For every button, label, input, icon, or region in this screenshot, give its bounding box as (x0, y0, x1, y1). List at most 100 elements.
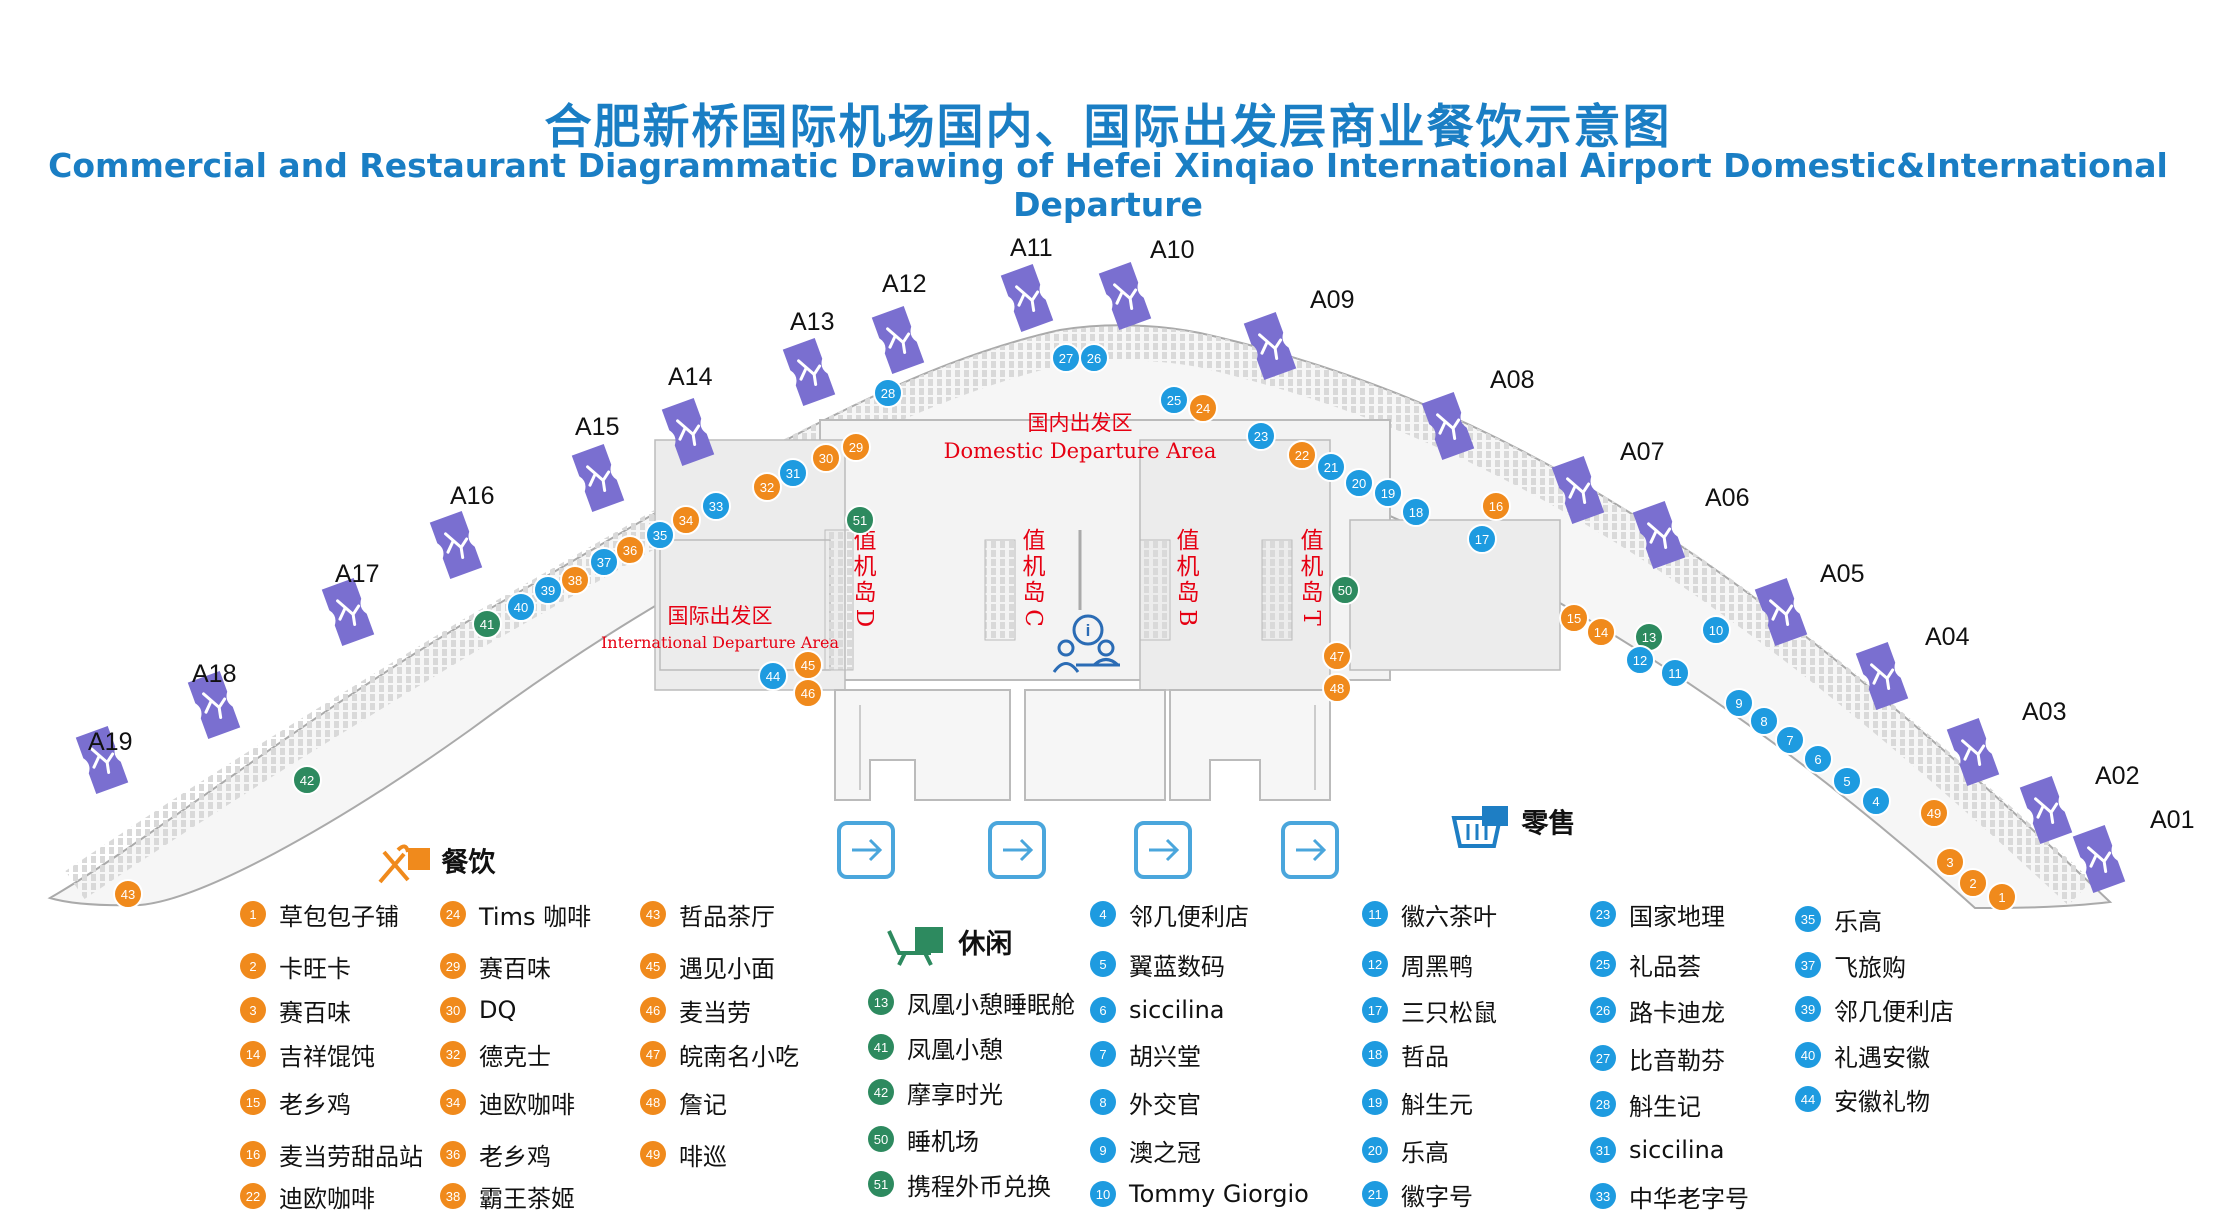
legend-number-badge: 17 (1362, 997, 1388, 1023)
map-marker-35[interactable]: 35 (645, 520, 675, 550)
map-marker-20[interactable]: 20 (1344, 468, 1374, 498)
map-marker-39[interactable]: 39 (533, 575, 563, 605)
gate-label: A01 (2150, 806, 2194, 834)
svg-text:机: 机 (1301, 554, 1324, 580)
map-marker-42[interactable]: 42 (292, 765, 322, 795)
map-marker-16[interactable]: 16 (1481, 491, 1511, 521)
map-marker-15[interactable]: 15 (1559, 603, 1589, 633)
map-marker-14[interactable]: 14 (1586, 617, 1616, 647)
map-marker-29[interactable]: 29 (841, 432, 871, 462)
leisure-legend-title: 休闲 (885, 922, 1012, 969)
marker-number: 39 (541, 583, 555, 598)
map-marker-51[interactable]: 51 (845, 505, 875, 535)
legend-item-name: 乐高 (1834, 907, 1882, 936)
map-marker-17[interactable]: 17 (1467, 524, 1497, 554)
legend-item-name: 凤凰小憩睡眠舱 (907, 990, 1075, 1019)
map-marker-32[interactable]: 32 (752, 472, 782, 502)
map-marker-8[interactable]: 8 (1749, 706, 1779, 736)
legend-number-badge: 10 (1090, 1181, 1116, 1207)
legend-item-name: 德克士 (479, 1042, 551, 1071)
map-marker-25[interactable]: 25 (1159, 385, 1189, 415)
legend-item-name: 赛百味 (279, 998, 351, 1027)
map-marker-11[interactable]: 11 (1660, 658, 1690, 688)
map-marker-37[interactable]: 37 (589, 547, 619, 577)
map-marker-38[interactable]: 38 (560, 565, 590, 595)
gate-a16: A16 (429, 482, 494, 580)
legend-item-name: 草包包子铺 (279, 902, 399, 931)
map-marker-49[interactable]: 49 (1919, 798, 1949, 828)
marker-number: 22 (1295, 448, 1309, 463)
marker-number: 26 (1087, 351, 1101, 366)
map-marker-18[interactable]: 18 (1401, 497, 1431, 527)
gate-label: A18 (192, 660, 236, 688)
gate-label: A19 (88, 728, 132, 756)
marker-number: 24 (1196, 401, 1210, 416)
legend-number-badge: 1 (240, 901, 266, 927)
map-marker-24[interactable]: 24 (1188, 393, 1218, 423)
page-title: 合肥新桥国际机场国内、国际出发层商业餐饮示意图 (544, 100, 1672, 155)
map-marker-9[interactable]: 9 (1724, 688, 1754, 718)
plane-icon (1243, 311, 1297, 381)
map-marker-40[interactable]: 40 (506, 592, 536, 622)
map-marker-46[interactable]: 46 (793, 678, 823, 708)
map-marker-2[interactable]: 2 (1958, 868, 1988, 898)
marker-number: 14 (1594, 625, 1608, 640)
map-marker-12[interactable]: 12 (1625, 645, 1655, 675)
map-marker-1[interactable]: 1 (1987, 882, 2017, 912)
map-marker-34[interactable]: 34 (671, 505, 701, 535)
gate-a17: A17 (321, 560, 379, 647)
map-marker-41[interactable]: 41 (472, 609, 502, 639)
marker-number: 13 (1642, 630, 1656, 645)
map-marker-4[interactable]: 4 (1861, 786, 1891, 816)
legend-item-name: 乐高 (1401, 1138, 1449, 1167)
map-marker-21[interactable]: 21 (1316, 452, 1346, 482)
map-marker-48[interactable]: 48 (1322, 673, 1352, 703)
legend-item-name: siccilina (1129, 996, 1225, 1024)
legend-item-name: 凤凰小憩 (907, 1035, 1003, 1064)
map-marker-26[interactable]: 26 (1079, 343, 1109, 373)
map-marker-33[interactable]: 33 (701, 491, 731, 521)
map-marker-6[interactable]: 6 (1803, 744, 1833, 774)
map-marker-47[interactable]: 47 (1322, 641, 1352, 671)
map-marker-28[interactable]: 28 (873, 378, 903, 408)
map-marker-23[interactable]: 23 (1246, 421, 1276, 451)
map-marker-19[interactable]: 19 (1373, 478, 1403, 508)
map-marker-45[interactable]: 45 (793, 650, 823, 680)
map-marker-13[interactable]: 13 (1634, 622, 1664, 652)
legend-item-name: 斛生元 (1401, 1090, 1473, 1119)
map-marker-22[interactable]: 22 (1287, 440, 1317, 470)
map-marker-44[interactable]: 44 (758, 661, 788, 691)
marker-number: 23 (1254, 429, 1268, 444)
marker-number: 8 (1760, 714, 1767, 729)
map-marker-5[interactable]: 5 (1832, 766, 1862, 796)
map-marker-10[interactable]: 10 (1701, 615, 1731, 645)
map-marker-27[interactable]: 27 (1051, 343, 1081, 373)
gate-label: A17 (335, 560, 379, 588)
legend-number-badge: 14 (240, 1041, 266, 1067)
map-marker-7[interactable]: 7 (1775, 725, 1805, 755)
map-marker-36[interactable]: 36 (615, 535, 645, 565)
legend-item-name: 啡巡 (679, 1142, 727, 1171)
map-marker-3[interactable]: 3 (1935, 847, 1965, 877)
legend-item-name: 詹记 (679, 1090, 727, 1119)
gate-a15: A15 (571, 413, 625, 513)
gate-a05: A05 (1754, 560, 1864, 647)
legend-number-badge: 11 (1362, 901, 1388, 927)
legend-number-badge: 6 (1090, 997, 1116, 1023)
gate-label: A09 (1310, 286, 1354, 314)
map-marker-50[interactable]: 50 (1330, 575, 1360, 605)
map-marker-30[interactable]: 30 (811, 443, 841, 473)
map-marker-43[interactable]: 43 (113, 879, 143, 909)
map-marker-31[interactable]: 31 (778, 458, 808, 488)
